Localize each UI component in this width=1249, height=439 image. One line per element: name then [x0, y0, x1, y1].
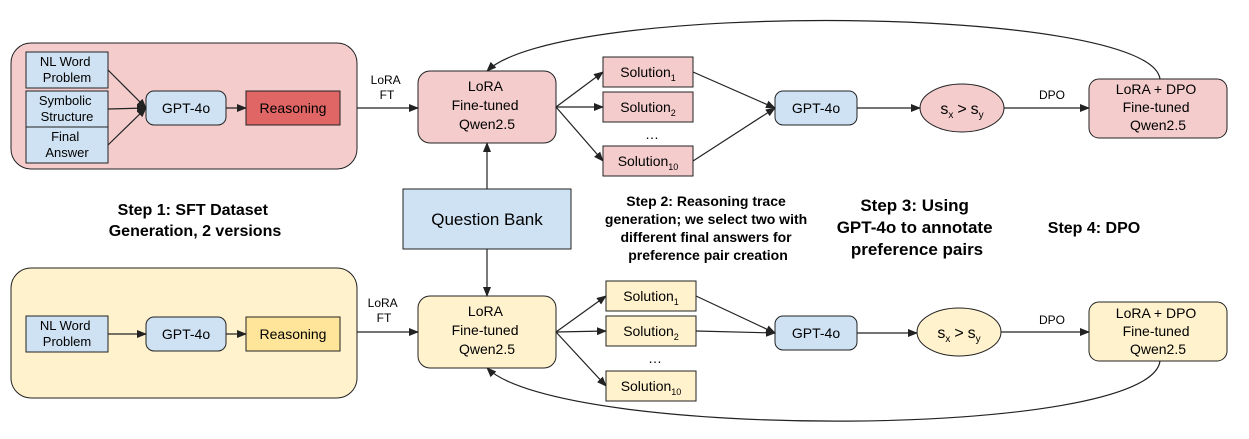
- arrow-bottom-model-sol1: [555, 295, 607, 333]
- bottom-dpo-label: DPO: [1039, 313, 1065, 327]
- bottom-input-line: NL Word: [40, 318, 91, 333]
- arrow-top-model-sol10: [555, 106, 604, 162]
- arrow-top-feedback-loop: [486, 19, 1161, 80]
- top-solution-2: Solution2: [602, 91, 694, 123]
- svg-text:GPT-4o: GPT-4o: [162, 326, 210, 342]
- bottom-reasoning-box: Reasoning: [245, 316, 341, 352]
- top-ellipsis: …: [645, 126, 659, 142]
- svg-text:Solution2: Solution2: [620, 99, 676, 118]
- svg-text:sx>sy: sx>sy: [937, 325, 980, 345]
- bottom-solution-10: Solution10: [605, 370, 697, 402]
- bottom-solution-2: Solution2: [605, 315, 697, 347]
- bottom-input-line: Problem: [43, 334, 91, 349]
- arrow-bottom-sol1-annotator: [695, 295, 776, 334]
- step3-caption: Step 3: Using GPT-4o to annotate prefere…: [837, 196, 998, 259]
- svg-text:Solution10: Solution10: [618, 153, 679, 172]
- bottom-lora-model: LoRA Fine-tuned Qwen2.5: [417, 295, 557, 369]
- svg-text:NL Word Problem: NL Word Problem: [40, 318, 94, 349]
- svg-text:LoRA + DPO Fine-tuned: LoRA + DPO Fine-tuned Qwen2.5: [1116, 81, 1200, 133]
- arrow-top-input1-gpt: [107, 69, 147, 109]
- svg-text:Solution1: Solution1: [623, 288, 679, 307]
- question-bank: Question Bank: [402, 188, 572, 250]
- svg-text:GPT-4o: GPT-4o: [162, 100, 210, 116]
- top-lora-model: LoRA Fine-tuned Qwen2.5: [417, 70, 557, 144]
- svg-text:GPT-4o: GPT-4o: [792, 100, 840, 116]
- arrow-top-sol10-annotator: [692, 107, 776, 162]
- top-gpt4o-generator: GPT-4o: [145, 90, 227, 126]
- bottom-preference-ellipse: sx>sy: [916, 307, 1002, 357]
- top-input-line: Answer: [45, 145, 89, 160]
- svg-text:Solution10: Solution10: [621, 378, 682, 397]
- bottom-gpt4o-annotator: GPT-4o: [774, 315, 858, 351]
- top-input-symbolic-structure: Symbolic Structure: [25, 90, 109, 128]
- svg-text:LoRA Fine-tuned Qw: LoRA Fine-tuned Qwen2.5: [452, 78, 523, 132]
- top-input-final-answer: Final Answer: [25, 126, 109, 164]
- arrow-bottom-model-sol2: [555, 327, 607, 336]
- svg-text:LoRA + DPO Fine-tuned: LoRA + DPO Fine-tuned Qwen2.5: [1116, 305, 1200, 357]
- svg-text:LoRA Fine-tuned Qw: LoRA Fine-tuned Qwen2.5: [452, 303, 523, 357]
- svg-text:Solution2: Solution2: [623, 323, 679, 342]
- top-input-line: NL Word: [40, 54, 91, 69]
- svg-text:Solution1: Solution1: [620, 64, 676, 83]
- top-lora-ft-label: LoRA FT: [371, 73, 404, 102]
- top-input-nl-word-problem: NL Word Problem: [25, 51, 109, 89]
- svg-text:NL Word Problem: NL Word Problem: [40, 54, 94, 85]
- bottom-input-nl-word-problem: NL Word Problem: [25, 315, 109, 353]
- top-reasoning-box: Reasoning: [245, 90, 341, 126]
- arrow-top-input3-gpt: [107, 107, 147, 146]
- arrow-bottom-feedback-loop: [486, 360, 1161, 422]
- top-input-line: Symbolic: [39, 93, 92, 108]
- top-dpo-label: DPO: [1039, 88, 1065, 102]
- svg-text:Reasoning: Reasoning: [260, 326, 327, 342]
- top-solution-10: Solution10: [602, 145, 694, 177]
- top-solution-1: Solution1: [602, 56, 694, 88]
- bottom-ellipsis: …: [648, 350, 662, 366]
- bottom-lora-ft-label: LoRA FT: [368, 296, 401, 325]
- arrow-bottom-sol2-annotator: [695, 328, 776, 337]
- svg-text:Symbolic Structure: Symbolic Structure: [39, 93, 95, 124]
- svg-text:GPT-4o: GPT-4o: [792, 325, 840, 341]
- top-input-line: Structure: [41, 109, 94, 124]
- step2-caption: Step 2: Reasoning trace generation; we s…: [605, 193, 811, 263]
- bottom-solution-1: Solution1: [605, 280, 697, 312]
- bottom-final-model: LoRA + DPO Fine-tuned Qwen2.5: [1088, 301, 1228, 362]
- svg-text:Reasoning: Reasoning: [260, 100, 327, 116]
- step1-caption: Step 1: SFT Dataset Generation, 2 versio…: [109, 202, 282, 240]
- arrow-top-sol1-annotator: [692, 71, 776, 109]
- top-preference-ellipse: sx>sy: [919, 83, 1005, 133]
- arrow-top-model-sol1: [555, 71, 604, 108]
- arrow-bottom-model-sol10: [555, 331, 607, 387]
- svg-text:sx>sy: sx>sy: [940, 101, 983, 121]
- svg-text:Question Bank: Question Bank: [431, 210, 543, 229]
- connectors: [107, 19, 1161, 422]
- svg-text:Final Answer: Final Answer: [45, 129, 89, 160]
- top-input-line: Final: [51, 129, 79, 144]
- top-final-model: LoRA + DPO Fine-tuned Qwen2.5: [1088, 78, 1228, 139]
- step4-caption: Step 4: DPO: [1048, 220, 1140, 237]
- bottom-gpt4o-generator: GPT-4o: [145, 316, 227, 352]
- top-gpt4o-annotator: GPT-4o: [774, 90, 858, 126]
- top-input-line: Problem: [43, 70, 91, 85]
